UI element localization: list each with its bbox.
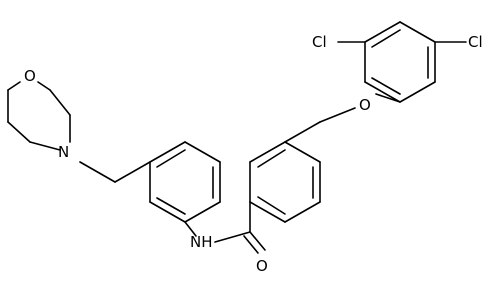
- bond: [364, 81, 401, 103]
- aniline-ring: [149, 141, 221, 223]
- bond: [399, 21, 436, 43]
- bond: [214, 231, 251, 243]
- bond: [249, 141, 286, 163]
- atom-label-morpholine-oxygen: O: [24, 67, 36, 85]
- bond: [37, 81, 51, 91]
- double-bond: [156, 197, 186, 215]
- bond: [319, 107, 356, 123]
- double-bond: [156, 149, 186, 168]
- morpholine-ring: [7, 81, 71, 151]
- bond: [79, 161, 116, 183]
- double-bond: [371, 77, 401, 95]
- double-bond: [371, 29, 401, 48]
- atom-label-ether-oxygen: O: [359, 96, 371, 114]
- bond: [149, 201, 186, 223]
- bond: [284, 121, 321, 143]
- atom-label-cl-right: Cl: [468, 33, 483, 51]
- atom-label-cl-left: Cl: [312, 33, 327, 51]
- bond: [29, 141, 61, 151]
- bond: [364, 21, 401, 43]
- bond: [249, 231, 266, 251]
- bond: [7, 81, 21, 91]
- double-bond: [257, 149, 286, 168]
- bond: [184, 201, 221, 223]
- bond: [284, 201, 321, 223]
- atom-label-morpholine-nitrogen: N: [58, 143, 69, 161]
- atom-label-amide-nh: NH: [190, 233, 213, 251]
- bond: [7, 121, 31, 143]
- bond: [249, 201, 286, 223]
- benzamide-ring: [249, 121, 321, 223]
- bond: [184, 141, 221, 163]
- double-bond: [243, 235, 259, 254]
- bond: [149, 141, 186, 163]
- bond: [399, 81, 436, 103]
- dichlorophenyl-ring: [364, 21, 436, 103]
- bond: [114, 161, 151, 183]
- bond: [284, 141, 321, 163]
- double-bond: [257, 196, 286, 215]
- bond: [49, 89, 71, 116]
- bond: [375, 93, 401, 103]
- atom-label-carbonyl-oxygen: O: [256, 257, 268, 275]
- bond: [184, 221, 197, 237]
